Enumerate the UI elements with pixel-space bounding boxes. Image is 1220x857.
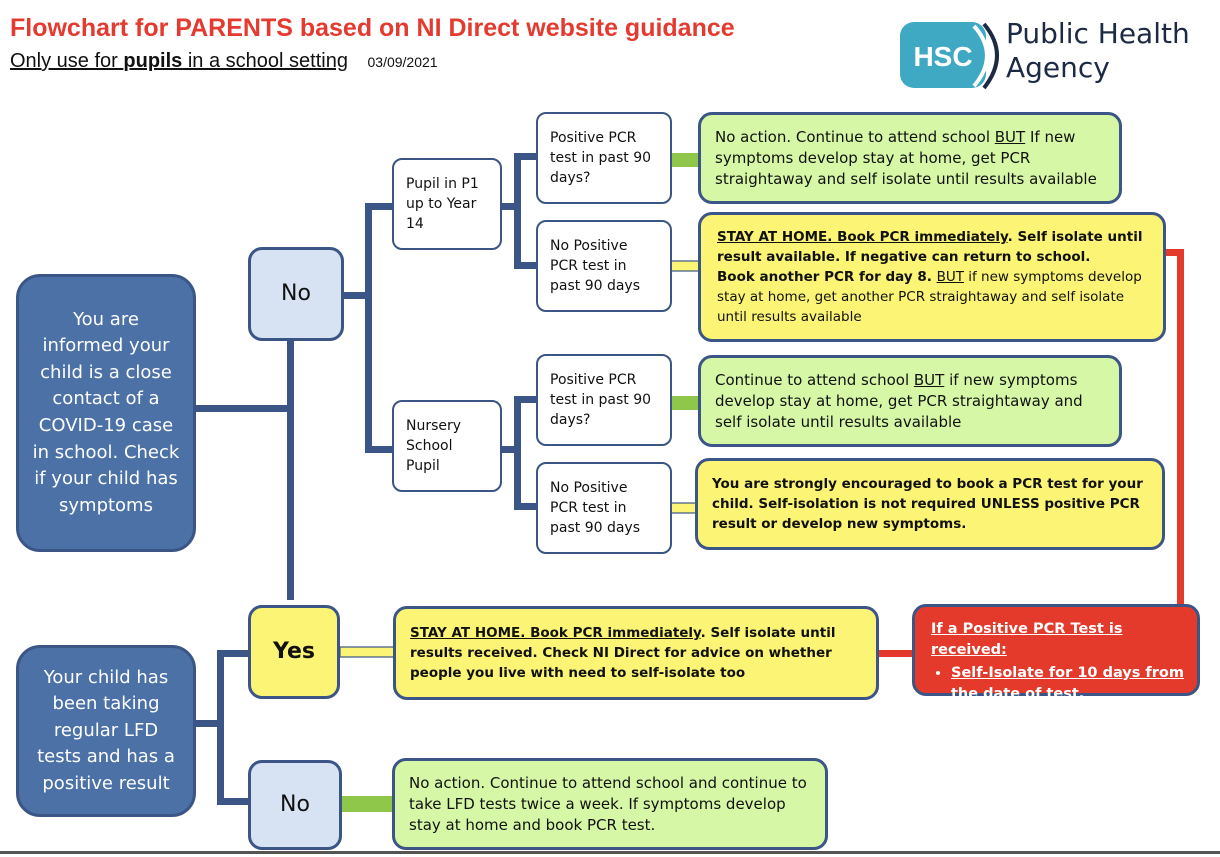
p1-year14-node: Pupil in P1 up to Year 14	[392, 158, 502, 250]
connector-fork-vertical	[365, 203, 372, 453]
p1-no-positive-outcome: STAY AT HOME. Book PCR immediately. Self…	[698, 212, 1166, 342]
positive-pcr-alert-heading: If a Positive PCR Test is received:	[931, 621, 1123, 658]
yes-outcome-stay: STAY AT HOME. Book PCR immediately	[410, 625, 701, 641]
positive-pcr-alert-content: If a Positive PCR Test is received: Self…	[931, 619, 1185, 705]
connector-start-to-trunk	[193, 405, 293, 412]
subtitle-bold-text: pupils	[123, 50, 183, 72]
connector-no-to-fork	[343, 292, 371, 299]
nursery-no-positive-outcome: You are strongly encouraged to book a PC…	[695, 458, 1165, 550]
p1-no-positive-pcr-text: No Positive PCR test in past 90 days	[550, 238, 641, 294]
connector-lfd-vertical	[217, 650, 224, 805]
p1-positive-outcome: No action. Continue to attend school BUT…	[698, 112, 1122, 204]
connector-p1-out	[500, 203, 520, 210]
hsc-logo-arc	[972, 24, 989, 88]
page-title: Flowchart for PARENTS based on NI Direct…	[10, 14, 735, 42]
connector-lfd-to-yes	[217, 650, 249, 657]
start-close-contact-node: You are informed your child is a close c…	[16, 274, 196, 552]
yes-node: Yes	[248, 605, 340, 699]
start-lfd-text: Your child has been taking regular LFD t…	[37, 666, 175, 794]
hsc-logo-letters: HSC	[913, 41, 972, 72]
connector-yellow-2	[669, 502, 699, 514]
nursery-no-positive-pcr-text: No Positive PCR test in past 90 days	[550, 480, 641, 536]
p1-no-positive-outcome-text: STAY AT HOME. Book PCR immediately. Self…	[717, 227, 1151, 327]
p1-positive-outcome-text: No action. Continue to attend school BUT…	[715, 127, 1107, 190]
hsc-logo-mark	[900, 22, 986, 88]
logo-line-1: Public Health	[1006, 17, 1190, 50]
nursery-positive-post: if new symptoms develop stay at home, ge…	[715, 370, 1083, 431]
connector-yellow-3	[339, 646, 397, 658]
connector-lfd-out	[193, 720, 223, 727]
connector-nursery-out	[500, 446, 520, 453]
logo-line-2: Agency	[1006, 51, 1110, 84]
p1-positive-but: BUT	[994, 127, 1026, 146]
p1-positive-pcr-node: Positive PCR test in past 90 days?	[536, 112, 672, 204]
lfd-no-outcome-text: No action. Continue to attend school and…	[409, 773, 807, 834]
connector-fork-to-nursery	[365, 446, 395, 453]
nursery-positive-but: BUT	[913, 370, 945, 389]
p1-no-positive-stay: STAY AT HOME. Book PCR immediately	[717, 229, 1008, 245]
no-symptoms-label: No	[281, 281, 311, 306]
positive-pcr-alert-bullet: Self-Isolate for 10 days from the date o…	[951, 663, 1185, 705]
no-symptoms-node: No	[248, 247, 344, 341]
start-close-contact-text: You are informed your child is a close c…	[32, 308, 180, 516]
connector-red-to-alert	[878, 650, 914, 657]
no-lfd-label: No	[280, 792, 310, 817]
yes-outcome: STAY AT HOME. Book PCR immediately. Self…	[393, 606, 879, 700]
subtitle-pre-text: Only use for	[10, 50, 124, 72]
logo-wordmark: Public Health Agency	[1006, 17, 1190, 85]
connector-trunk-vertical	[287, 338, 294, 600]
connector-green-1	[670, 153, 700, 167]
p1-positive-post: If new symptoms develop stay at home, ge…	[715, 127, 1097, 188]
p1-no-positive-line2: Book another PCR for day 8.	[717, 269, 937, 285]
nursery-positive-outcome-text: Continue to attend school BUT if new sym…	[715, 370, 1107, 433]
p1-positive-pcr-text: Positive PCR test in past 90 days?	[550, 130, 652, 186]
yes-label: Yes	[273, 639, 315, 664]
connector-yellow-1	[669, 260, 701, 272]
nursery-no-positive-pcr-node: No Positive PCR test in past 90 days	[536, 462, 672, 554]
nursery-positive-pre: Continue to attend school	[715, 370, 914, 389]
yes-outcome-text: STAY AT HOME. Book PCR immediately. Self…	[410, 623, 864, 683]
connector-nursery-to-nopositive	[514, 503, 538, 510]
connector-nursery-to-positive	[514, 396, 538, 403]
p1-year14-text: Pupil in P1 up to Year 14	[406, 176, 479, 232]
p1-positive-pre: No action. Continue to attend school	[715, 127, 995, 146]
no-lfd-node: No	[248, 760, 342, 850]
connector-red-top	[1164, 249, 1184, 256]
connector-green-2	[670, 396, 700, 410]
connector-p1-to-nopositive	[514, 262, 538, 269]
nursery-no-positive-text: You are strongly encouraged to book a PC…	[712, 476, 1143, 532]
start-lfd-node: Your child has been taking regular LFD t…	[16, 645, 196, 817]
page-subtitle: Only use for pupils in a school setting …	[10, 50, 438, 73]
p1-no-positive-line1: . Self isolate until result available. I…	[717, 229, 1143, 265]
date-stamp: 03/09/2021	[367, 54, 438, 70]
p1-no-positive-but: BUT	[936, 269, 964, 285]
hsc-logo: HSC	[900, 22, 999, 90]
yes-outcome-post: . Self isolate until results received. C…	[410, 625, 836, 681]
connector-nursery-vertical	[514, 396, 521, 510]
subtitle-prefix: Only use for pupils in a school setting	[10, 50, 348, 72]
connector-p1-vertical	[514, 153, 521, 269]
connector-red-vertical	[1177, 249, 1184, 605]
p1-no-positive-pcr-node: No Positive PCR test in past 90 days	[536, 220, 672, 312]
connector-p1-to-positive	[514, 153, 538, 160]
lfd-no-outcome: No action. Continue to attend school and…	[392, 758, 828, 850]
connector-fork-to-p1	[365, 203, 395, 210]
bottom-divider	[0, 851, 1220, 854]
subtitle-post-text: in a school setting	[182, 50, 348, 72]
nursery-text: Nursery School Pupil	[406, 418, 462, 474]
nursery-positive-pcr-text: Positive PCR test in past 90 days?	[550, 372, 652, 428]
nursery-node: Nursery School Pupil	[392, 400, 502, 492]
connector-lfd-to-no	[217, 798, 249, 805]
nursery-positive-outcome: Continue to attend school BUT if new sym…	[698, 355, 1122, 447]
nursery-positive-pcr-node: Positive PCR test in past 90 days?	[536, 354, 672, 446]
connector-green-3	[342, 796, 394, 812]
positive-pcr-alert-list: Self-Isolate for 10 days from the date o…	[931, 663, 1185, 705]
positive-pcr-alert: If a Positive PCR Test is received: Self…	[912, 604, 1200, 702]
hsc-logo-arc-outer	[982, 22, 999, 90]
p1-no-positive-line2-post: if new symptoms develop stay at home, ge…	[717, 269, 1142, 325]
